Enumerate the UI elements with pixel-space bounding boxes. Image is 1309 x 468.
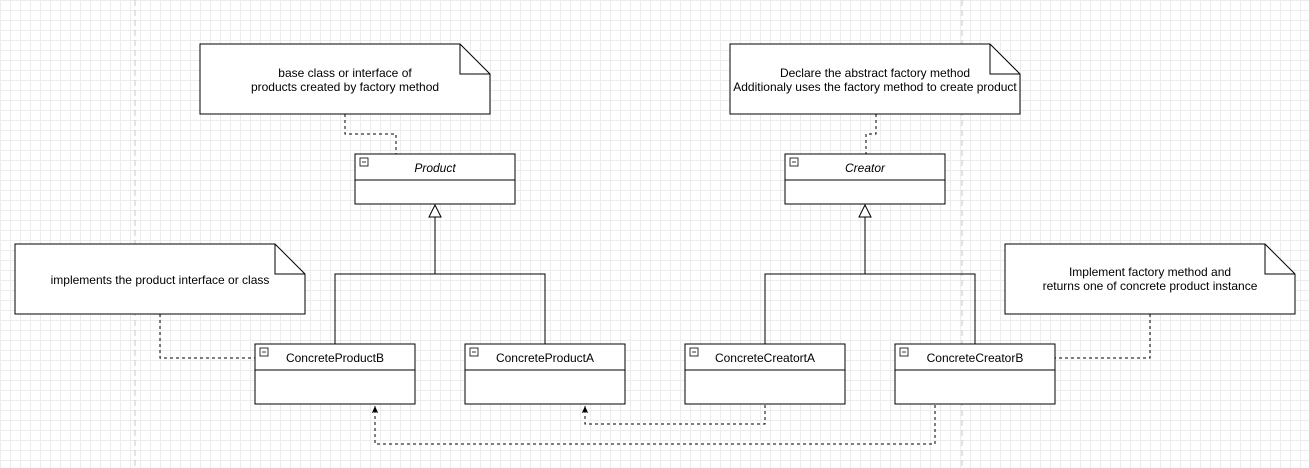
note-connector (1055, 314, 1151, 359)
inheritance-arrowhead (428, 203, 442, 218)
class-concrete-product-a[interactable]: ConcreteProductA (464, 343, 626, 405)
note-product[interactable]: base class or interface of products crea… (199, 43, 491, 115)
class-concrete-creator-b[interactable]: ConcreteCreatorB (894, 343, 1056, 405)
class-name: ConcreteCreatortA (715, 351, 815, 365)
inheritance-branch (334, 273, 546, 344)
note-concrete-product[interactable]: implements the product interface or clas… (14, 243, 306, 315)
class-concrete-creator-a[interactable]: ConcreteCreatortA (684, 343, 846, 405)
inheritance-branch (764, 273, 976, 344)
note-text: implements the product interface or clas… (51, 273, 270, 287)
note-concrete-creator[interactable]: Implement factory method and returns one… (1004, 243, 1296, 315)
dependency-creator-a-to-product-a (581, 405, 766, 425)
class-name: ConcreteProductB (286, 351, 384, 365)
note-text: products created by factory method (251, 80, 439, 94)
inheritance-arrowhead (858, 203, 872, 218)
class-name: Product (414, 161, 456, 175)
class-concrete-product-b[interactable]: ConcreteProductB (254, 343, 416, 405)
class-product[interactable]: Product (354, 153, 516, 205)
note-text: returns one of concrete product instance (1043, 279, 1258, 293)
note-text: Implement factory method and (1069, 265, 1231, 279)
note-connector (344, 114, 397, 154)
class-name: ConcreteProductA (496, 351, 594, 365)
note-creator[interactable]: Declare the abstract factory method Addi… (729, 43, 1021, 115)
note-text: Additionaly uses the factory method to c… (733, 80, 1017, 94)
class-name: ConcreteCreatorB (927, 351, 1024, 365)
note-connector (159, 314, 255, 359)
note-connector (865, 114, 877, 154)
dependency-creator-b-to-product-b (371, 405, 936, 445)
class-creator[interactable]: Creator (784, 153, 946, 205)
note-text: base class or interface of (278, 66, 412, 80)
class-name: Creator (845, 161, 886, 175)
note-text: Declare the abstract factory method (780, 66, 970, 80)
